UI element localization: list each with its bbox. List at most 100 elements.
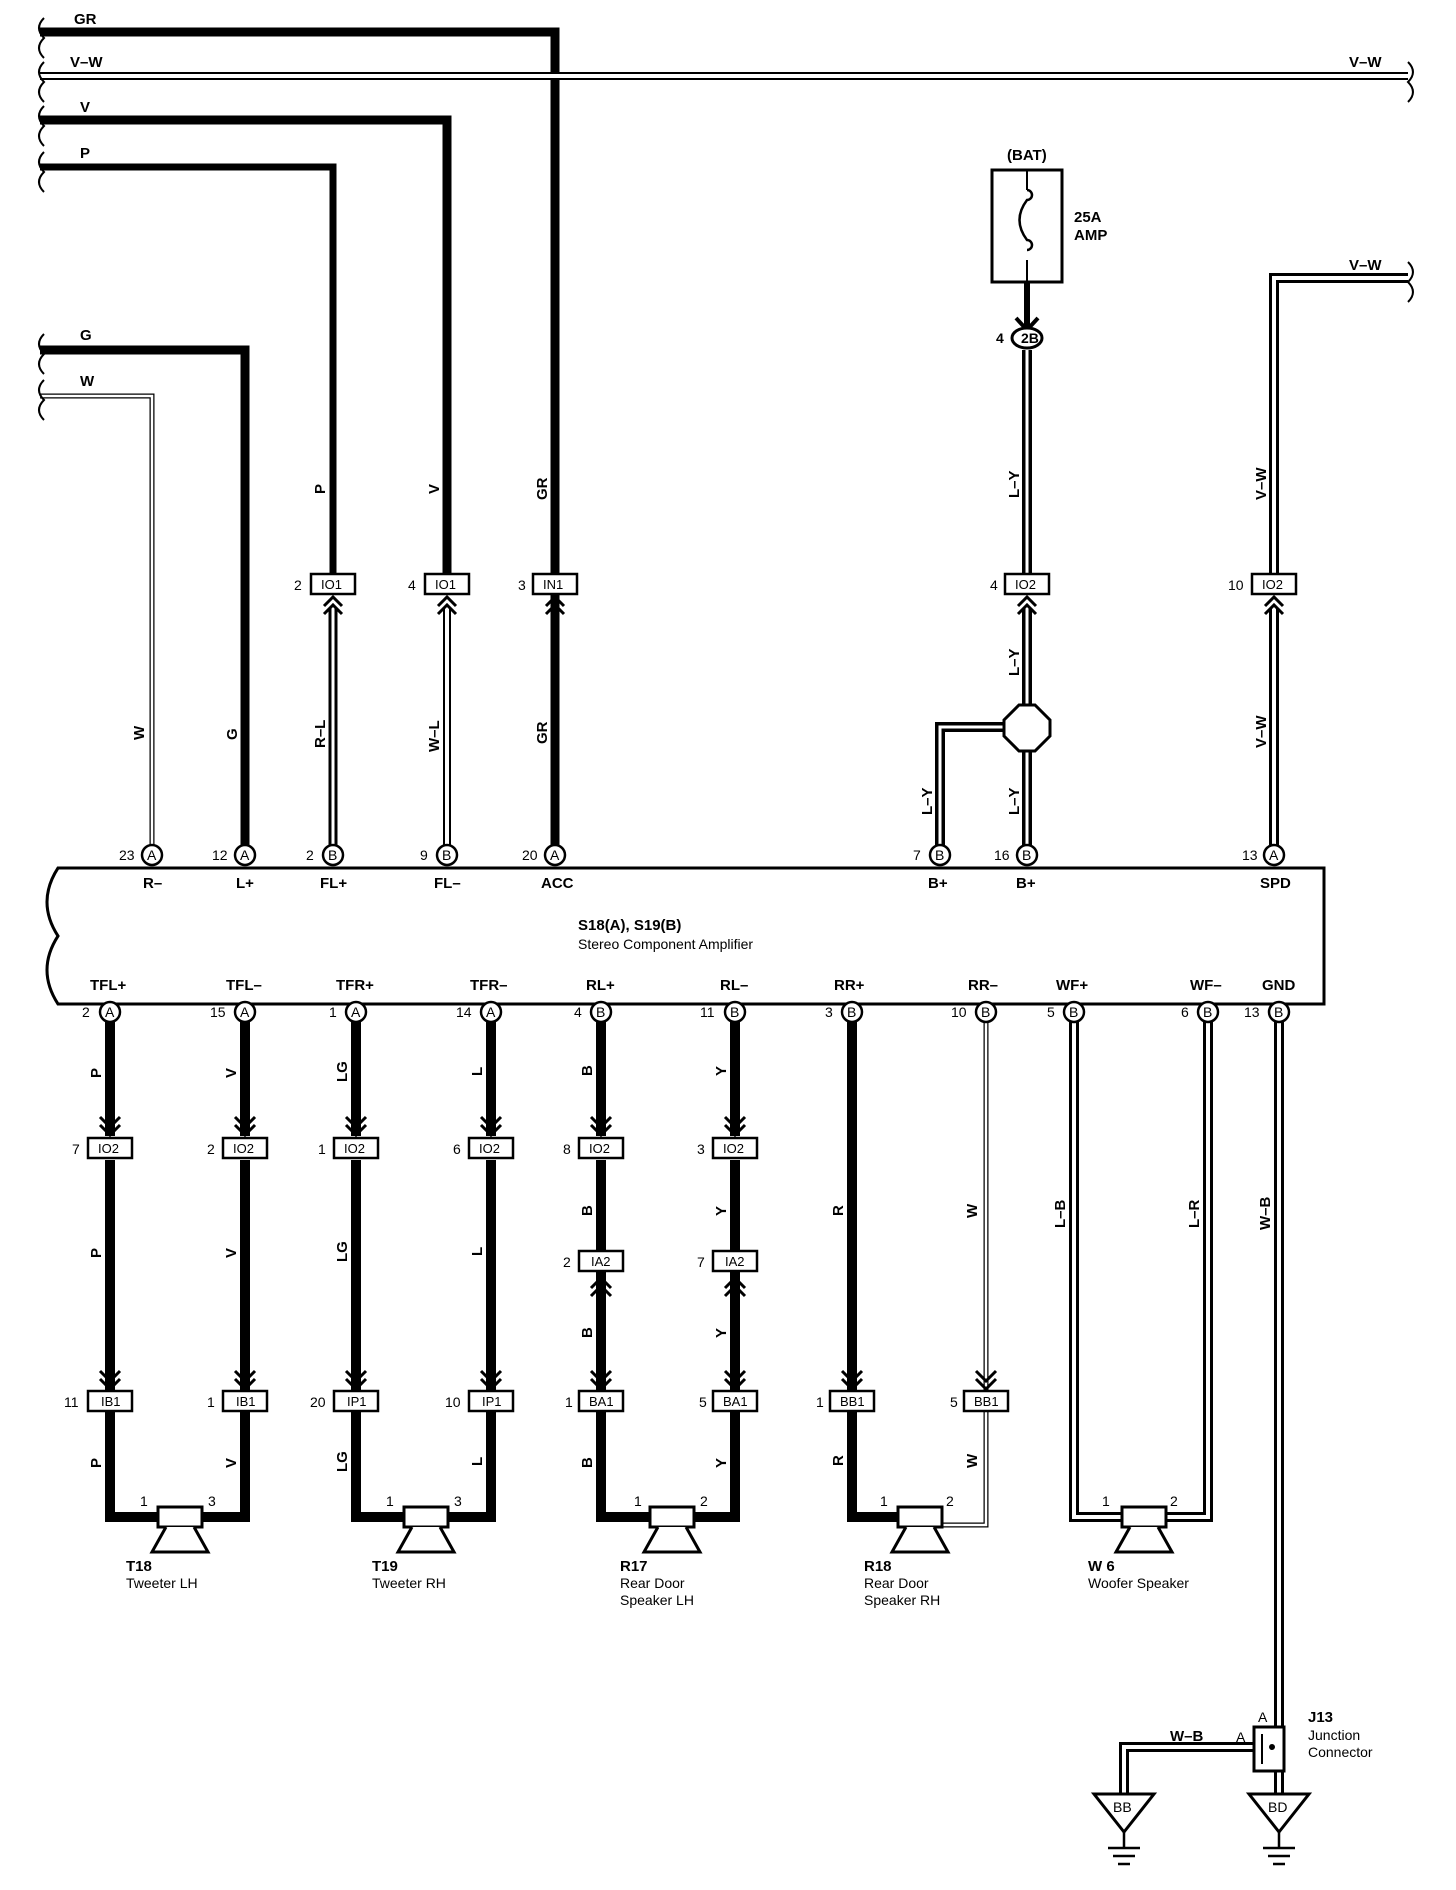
svg-text:11: 11 <box>64 1394 79 1410</box>
amp-pin-rl-minus: RL– B 11 <box>700 977 748 1024</box>
svg-text:Y: Y <box>713 1458 730 1468</box>
svg-text:B: B <box>1274 1004 1283 1020</box>
svg-text:Connector: Connector <box>1308 1744 1373 1760</box>
svg-text:IB1: IB1 <box>236 1394 256 1409</box>
svg-text:2: 2 <box>306 847 314 863</box>
ground-bb: BB <box>1090 1792 1158 1866</box>
svg-text:IO2: IO2 <box>589 1141 610 1156</box>
amp-pin-rl-plus: RL+ B 4 <box>574 977 615 1024</box>
top-wire-gr: GR <box>40 11 560 852</box>
svg-text:Speaker LH: Speaker LH <box>620 1592 694 1608</box>
svg-text:IO2: IO2 <box>98 1141 119 1156</box>
amp-name: Stereo Component Amplifier <box>578 936 753 952</box>
wire-label-w-upper: W <box>131 725 148 740</box>
lower-wire-labels: P P P V V V LG LG LG L L L B B B B Y Y Y… <box>88 1061 1274 1472</box>
wire-label-ly-mid: L–Y <box>1006 648 1023 676</box>
svg-text:L: L <box>469 1247 486 1256</box>
svg-text:B: B <box>328 847 337 863</box>
conn-in1: IN1 3 <box>518 572 579 616</box>
speaker-icon <box>149 1526 211 1554</box>
amp-lower-pins: TFL+ A 2 TFL– A 15 TFR+ A 1 TFR– A 14 RL… <box>82 977 1296 1024</box>
wire-label-g: G <box>80 327 92 344</box>
svg-text:GND: GND <box>1262 977 1296 994</box>
svg-text:Tweeter LH: Tweeter LH <box>126 1575 198 1591</box>
svg-text:3: 3 <box>454 1493 462 1509</box>
amp-pin-tfl-plus: TFL+ A 2 <box>82 977 126 1024</box>
svg-text:2: 2 <box>563 1254 571 1270</box>
fuse-amp: (BAT) 25A AMP <box>990 147 1107 284</box>
wire-label-gr: GR <box>74 11 97 28</box>
svg-text:1: 1 <box>386 1493 394 1509</box>
amp-pin-spd: A 13 SPD <box>1242 843 1291 892</box>
double-wires-upper <box>328 273 1408 852</box>
svg-text:B+: B+ <box>928 875 948 892</box>
svg-text:A: A <box>105 1004 115 1020</box>
svg-text:R17: R17 <box>620 1558 648 1575</box>
svg-text:LG: LG <box>334 1241 351 1262</box>
svg-text:11: 11 <box>700 1004 715 1020</box>
svg-text:1: 1 <box>207 1394 215 1410</box>
svg-text:Rear Door: Rear Door <box>620 1575 685 1591</box>
fuse-icon <box>1018 188 1034 252</box>
amp-pin-tfr-plus: TFR+ A 1 <box>329 977 374 1024</box>
svg-text:B: B <box>579 1065 596 1076</box>
junction-j13: A A W–B J13 Junction Connector <box>1170 1709 1373 1773</box>
svg-text:A: A <box>1236 1729 1246 1745</box>
svg-text:B: B <box>579 1457 596 1468</box>
upper-wire-labels: W G P R–L V W–L GR GR L–Y L–Y L–Y L–Y V–… <box>131 467 1270 815</box>
svg-text:P: P <box>88 1068 105 1078</box>
amp-pin-fl-minus: B 9 FL– <box>420 843 461 892</box>
svg-text:B: B <box>1069 1004 1078 1020</box>
svg-text:1: 1 <box>634 1493 642 1509</box>
conn-io1-b: IO1 4 <box>408 572 471 616</box>
svg-text:IA2: IA2 <box>591 1254 611 1269</box>
wire-label-v: V <box>80 99 90 116</box>
svg-text:B: B <box>981 1004 990 1020</box>
wire-label-wl: W–L <box>426 720 443 752</box>
amp-pin-acc: A 20 ACC <box>522 843 574 892</box>
amp-pin-gnd: GND B 13 <box>1244 977 1296 1024</box>
fuse-name: AMP <box>1074 227 1107 244</box>
svg-text:Y: Y <box>713 1066 730 1076</box>
wire-label-rl: R–L <box>312 720 329 748</box>
svg-text:1: 1 <box>880 1493 888 1509</box>
svg-text:A: A <box>486 1004 496 1020</box>
svg-text:J13: J13 <box>1308 1709 1333 1726</box>
svg-text:IO2: IO2 <box>723 1141 744 1156</box>
svg-text:BB1: BB1 <box>840 1394 865 1409</box>
svg-text:IN1: IN1 <box>543 577 563 592</box>
svg-text:TFR+: TFR+ <box>336 977 374 994</box>
svg-text:Junction: Junction <box>1308 1727 1360 1743</box>
svg-text:2: 2 <box>207 1141 215 1157</box>
svg-text:R: R <box>830 1205 847 1216</box>
svg-text:TFL–: TFL– <box>226 977 262 994</box>
amp-pin-fl-plus: B 2 FL+ <box>306 843 347 892</box>
svg-text:W 6: W 6 <box>1088 1558 1115 1575</box>
svg-text:15: 15 <box>210 1004 226 1020</box>
svg-text:Y: Y <box>713 1206 730 1216</box>
amp-pin-r-minus: A 23 R– <box>119 843 164 892</box>
svg-text:IP1: IP1 <box>347 1394 367 1409</box>
wire-label-vw: V–W <box>70 54 103 71</box>
svg-text:16: 16 <box>994 847 1010 863</box>
wire-label-ly-branch: L–Y <box>919 787 936 815</box>
svg-text:23: 23 <box>119 847 135 863</box>
conn-ib1-b: IB1 1 <box>207 1389 269 1413</box>
svg-text:W: W <box>964 1203 981 1218</box>
svg-text:6: 6 <box>453 1141 461 1157</box>
svg-text:5: 5 <box>950 1394 958 1410</box>
fuse-rating: 25A <box>1074 209 1102 226</box>
svg-text:4: 4 <box>574 1004 582 1020</box>
ground-icon <box>1263 1832 1295 1866</box>
svg-text:B: B <box>596 1004 605 1020</box>
conn-2b-pin: 4 <box>996 330 1004 346</box>
svg-text:7: 7 <box>913 847 921 863</box>
wire-label-ly-lower: L–Y <box>1006 787 1023 815</box>
svg-text:W: W <box>964 1453 981 1468</box>
